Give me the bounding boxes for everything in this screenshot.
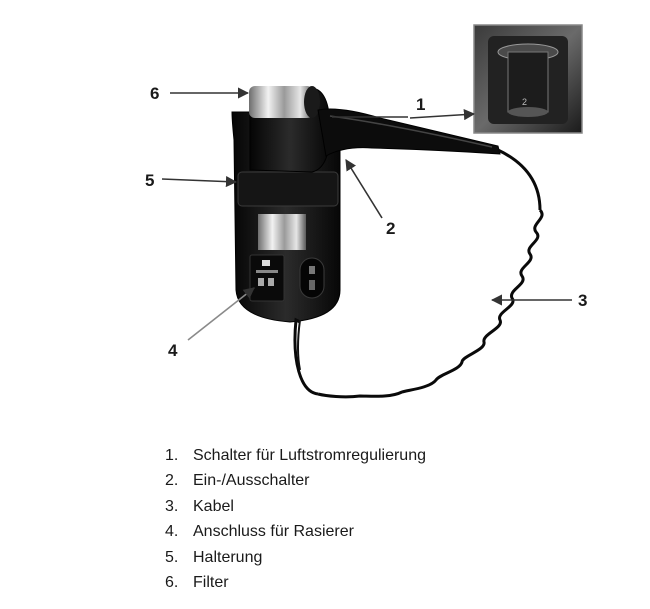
coiled-cable: [293, 148, 544, 399]
legend-item: 2.Ein-/Ausschalter: [165, 472, 310, 490]
callout-6: 6: [150, 84, 159, 103]
callout-3: 3: [578, 291, 587, 310]
switch-closeup-inset: 2: [473, 24, 583, 134]
callout-5: 5: [145, 171, 154, 190]
dryer-head: [249, 86, 501, 173]
legend-item: 4.Anschluss für Rasierer: [165, 523, 354, 541]
shaver-cable: [297, 319, 301, 371]
dryer-handle: [317, 108, 501, 157]
legend-item: 3.Kabel: [165, 497, 234, 515]
chrome-barrel: [258, 214, 306, 250]
svg-text:2: 2: [522, 97, 527, 107]
legend-item: 6.Filter: [165, 573, 229, 591]
callout-arrows: [161, 87, 572, 341]
legend-item: 5.Halterung: [165, 548, 263, 566]
callout-1: 1: [416, 95, 425, 114]
control-panel: [249, 254, 325, 302]
filter-chrome: [249, 86, 313, 118]
callout-2: 2: [386, 219, 395, 238]
parts-legend: 1.Schalter für Luftstromregulierung 2.Ei…: [165, 443, 426, 595]
callout-4: 4: [168, 341, 178, 360]
holder-ring: [237, 171, 339, 207]
hair-dryer-diagram: 2 6 1: [145, 24, 587, 399]
legend-item: 1.Schalter für Luftstromregulierung: [165, 447, 426, 464]
